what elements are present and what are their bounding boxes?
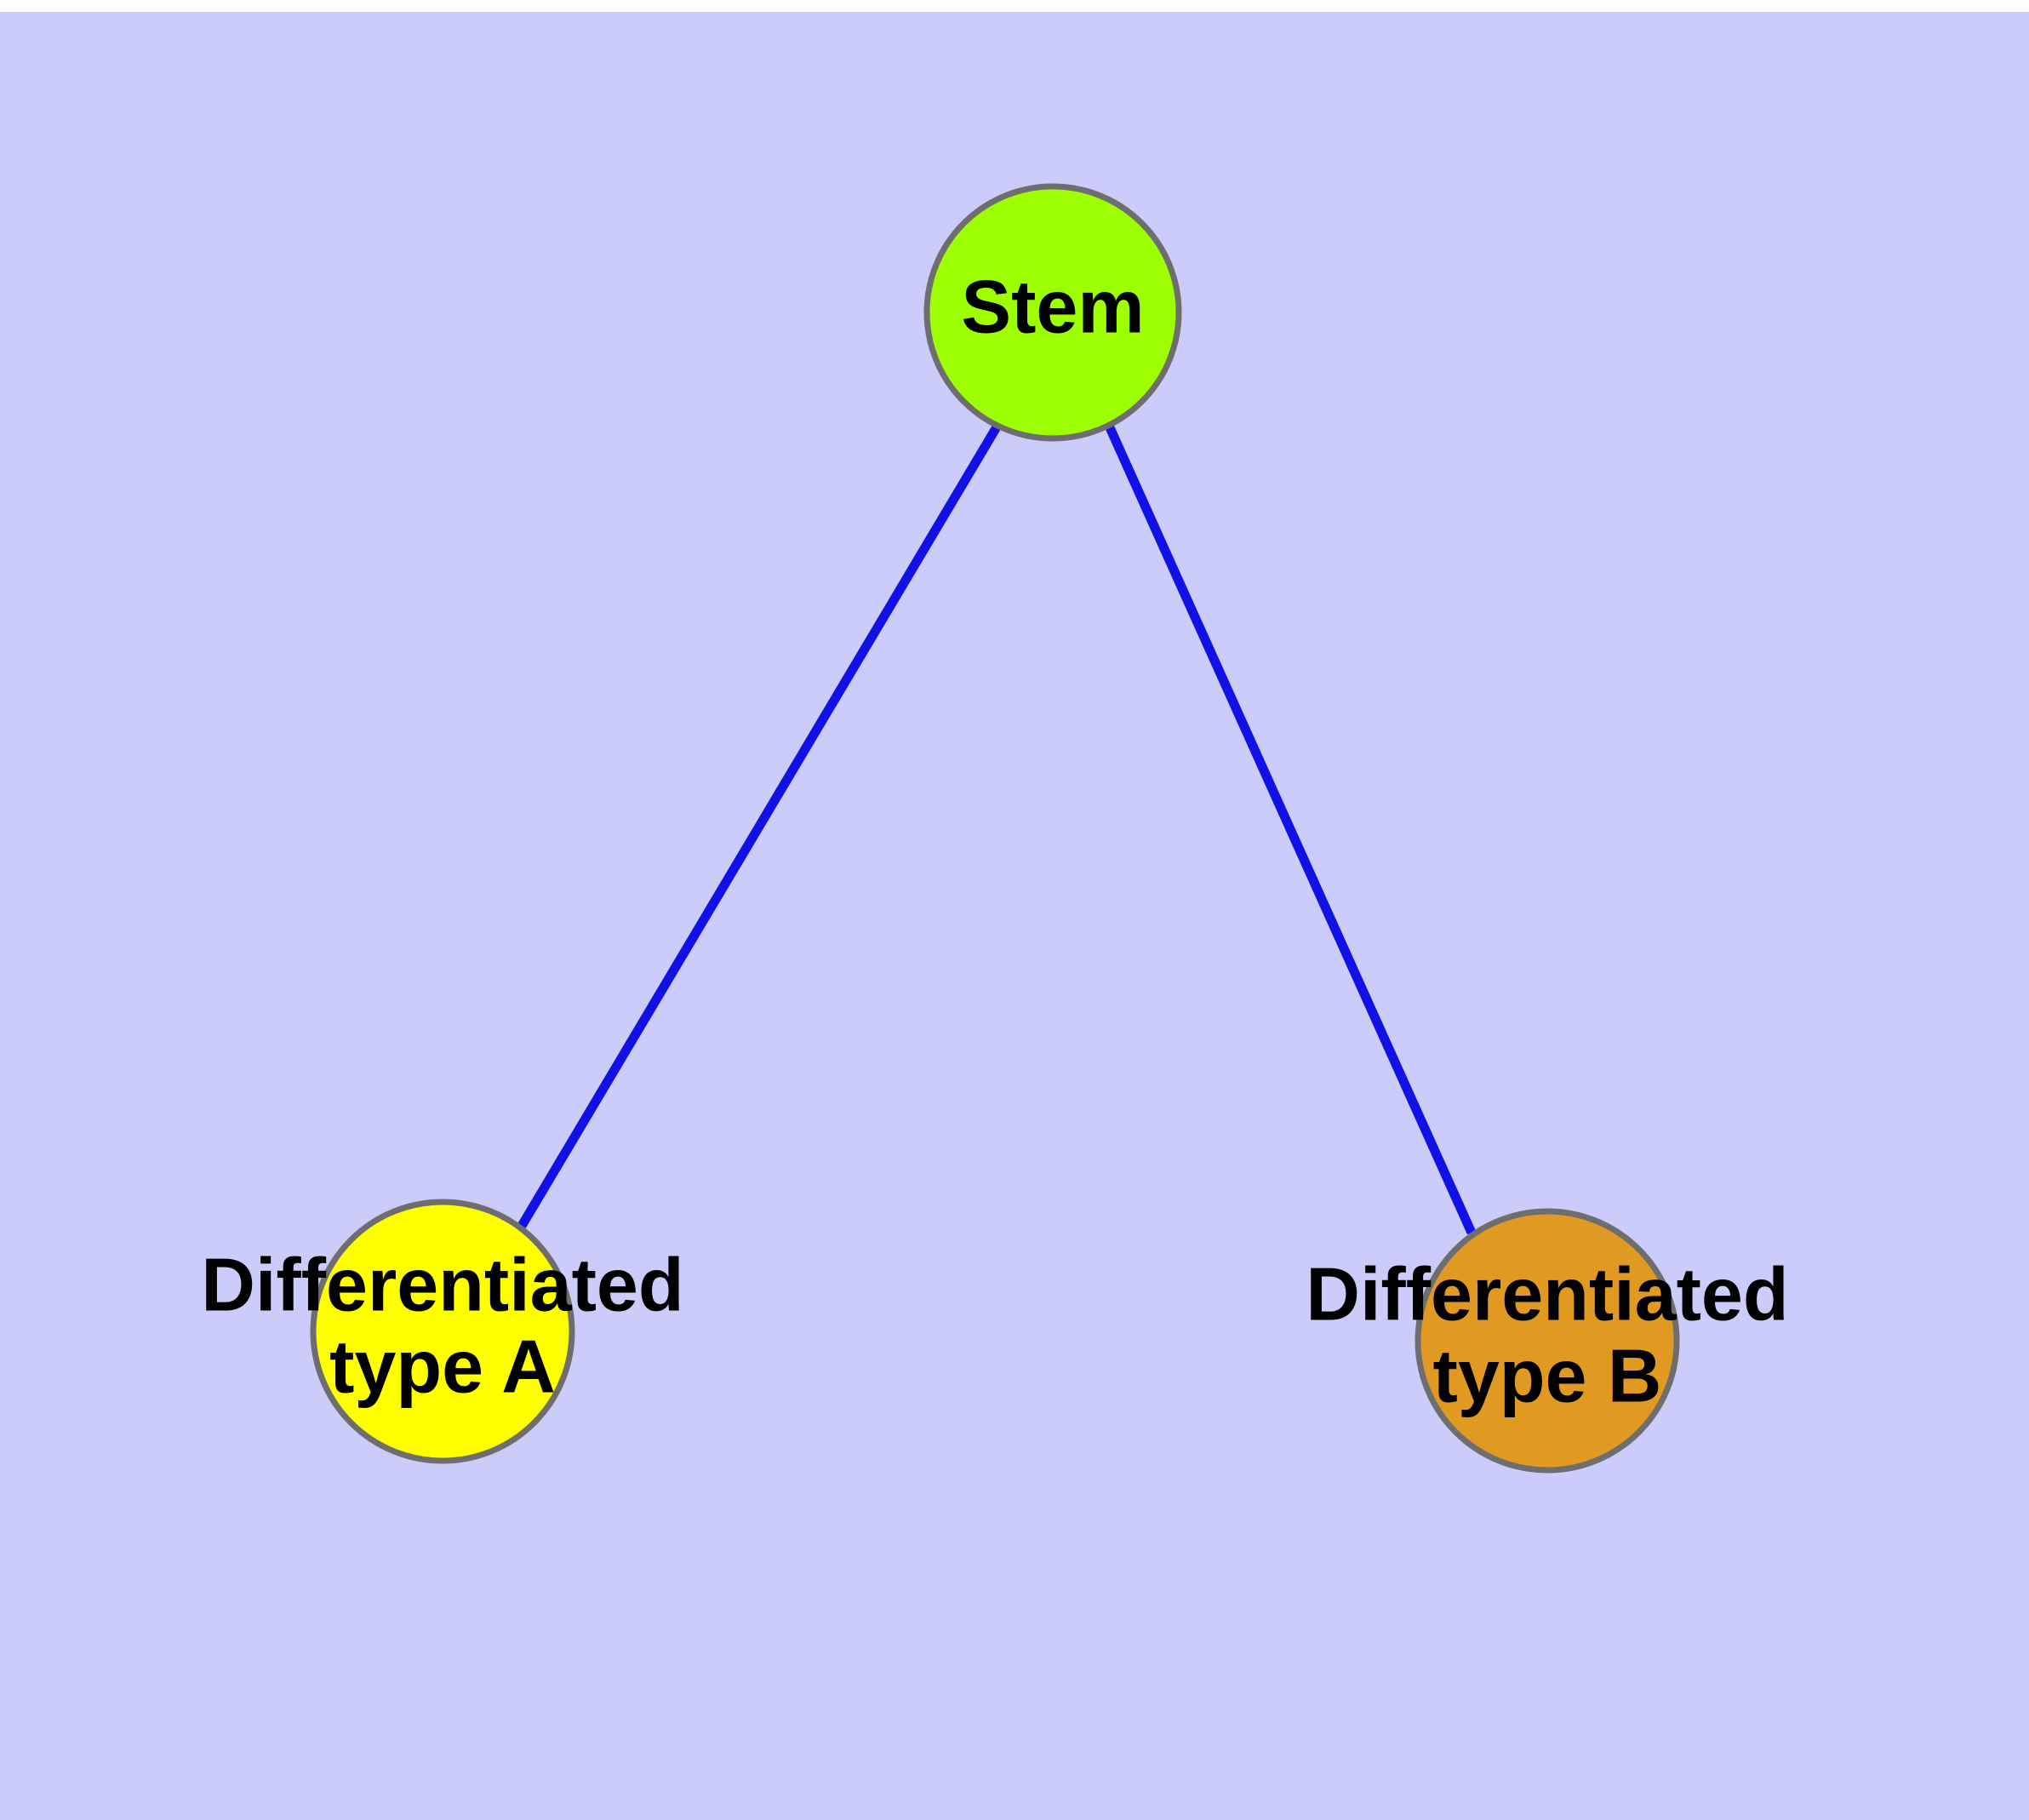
node-label-diff_b-line-1: Differentiated <box>1306 1251 1788 1336</box>
graph-edge-stem-to-diff-a[interactable] <box>517 423 1002 1228</box>
graph-edge-stem-to-diff-b[interactable] <box>1104 423 1477 1235</box>
node-circle-diff_b[interactable] <box>1415 1208 1680 1474</box>
node-label-diff_a-line-2: type A <box>329 1324 556 1408</box>
node-label-stem-line-1: Stem <box>961 264 1144 348</box>
edge-layer <box>517 423 1477 1235</box>
node-label-diff_a-line-1: Differentiated <box>201 1242 683 1326</box>
node-label-diff_b-line-2: type B <box>1433 1333 1662 1417</box>
graph-node-stem[interactable]: Stem <box>923 183 1182 442</box>
node-circle-diff_a[interactable] <box>310 1199 575 1464</box>
node-circle-stem[interactable] <box>923 183 1182 442</box>
